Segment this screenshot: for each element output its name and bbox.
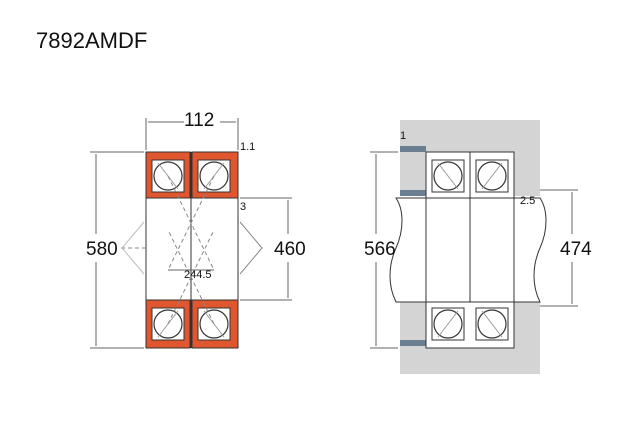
chamfer-inner-label: 3 xyxy=(240,201,246,213)
chamfer-outer-label: 1.1 xyxy=(240,141,255,153)
bore-diameter-dimension: 460 xyxy=(274,239,306,260)
product-code-title: 7892AMDF xyxy=(36,28,148,53)
housing-bottom xyxy=(400,348,540,374)
shaft-chamfer-label: 2.5 xyxy=(520,195,535,207)
outer-diameter-dimension: 580 xyxy=(86,239,118,260)
chevron-mark xyxy=(239,221,263,275)
left-section-view: 112 580 460 1.1 3 244.5 xyxy=(86,110,306,349)
housing-chamfer-label: 1 xyxy=(400,130,406,142)
housing-diameter-dimension: 566 xyxy=(364,239,396,260)
shaft xyxy=(389,197,547,303)
contact-angle-lines xyxy=(120,175,215,325)
top-outer-ring-left xyxy=(145,151,239,199)
bottom-outer-ring-left xyxy=(145,299,239,349)
right-mounted-view: 566 474 1 2.5 xyxy=(364,120,592,374)
pressure-center-spread: 244.5 xyxy=(184,269,212,281)
shaft-diameter-dimension: 474 xyxy=(560,239,592,260)
width-dimension: 112 xyxy=(184,110,214,131)
